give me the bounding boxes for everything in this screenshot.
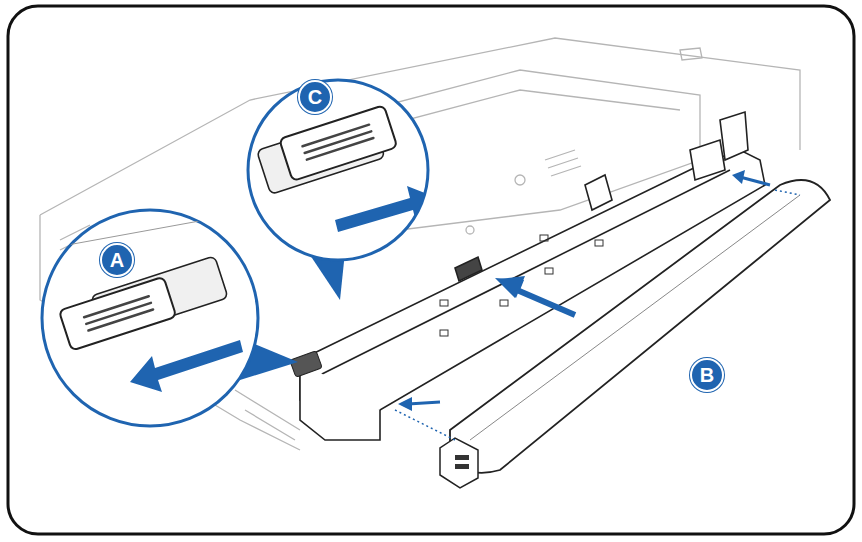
bay-slots <box>440 235 603 336</box>
callout-circle: C <box>298 80 332 114</box>
latch <box>290 351 322 377</box>
callout-circle: A <box>100 243 134 277</box>
magnifier-a <box>40 210 260 426</box>
magnifier-c <box>248 80 435 260</box>
laptop-body <box>40 38 800 450</box>
insert-arrows <box>395 170 800 440</box>
callout-letter: A <box>110 250 124 270</box>
battery <box>440 180 830 488</box>
callout-letter: C <box>308 87 322 107</box>
callout-circle: B <box>690 358 724 392</box>
callout-letter: B <box>700 365 714 385</box>
frame <box>8 6 854 534</box>
